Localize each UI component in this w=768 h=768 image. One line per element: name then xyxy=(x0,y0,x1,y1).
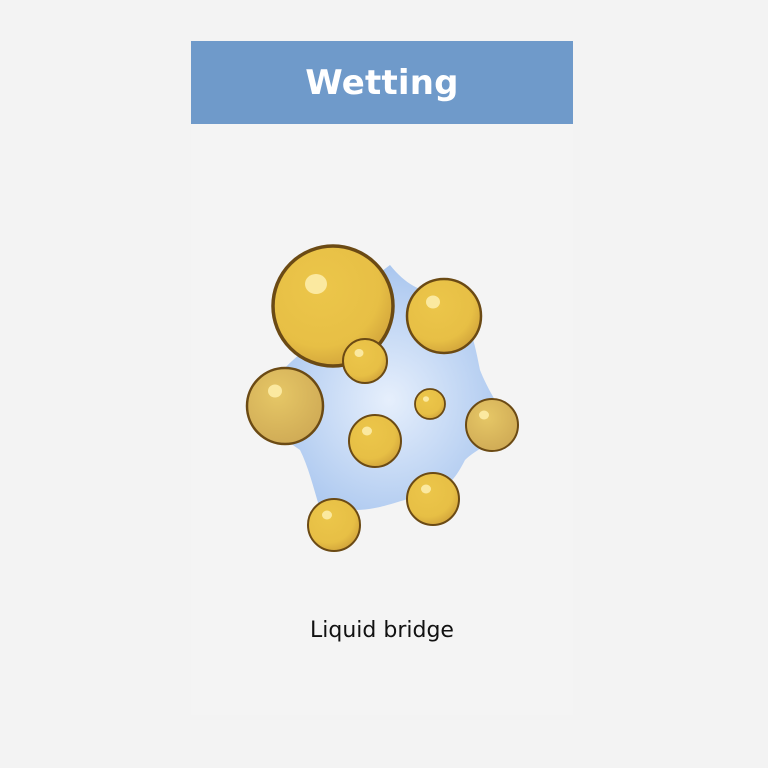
wetting-card: Wetting xyxy=(191,41,573,715)
particle-tiny-center-right xyxy=(414,388,446,420)
liquid-bridge-illustration xyxy=(245,244,519,552)
particle-large-top-left xyxy=(271,244,395,368)
particle-bottom-right xyxy=(406,472,460,526)
particle-left xyxy=(245,366,325,446)
particle-small-center-top xyxy=(342,338,388,384)
card-title: Wetting xyxy=(305,62,459,103)
particle-right-pale xyxy=(465,398,519,452)
caption: Liquid bridge xyxy=(310,618,454,643)
card-header: Wetting xyxy=(191,41,573,124)
particle-bottom-left xyxy=(307,498,361,552)
particle-top-right xyxy=(405,277,483,355)
particle-center xyxy=(348,414,402,468)
